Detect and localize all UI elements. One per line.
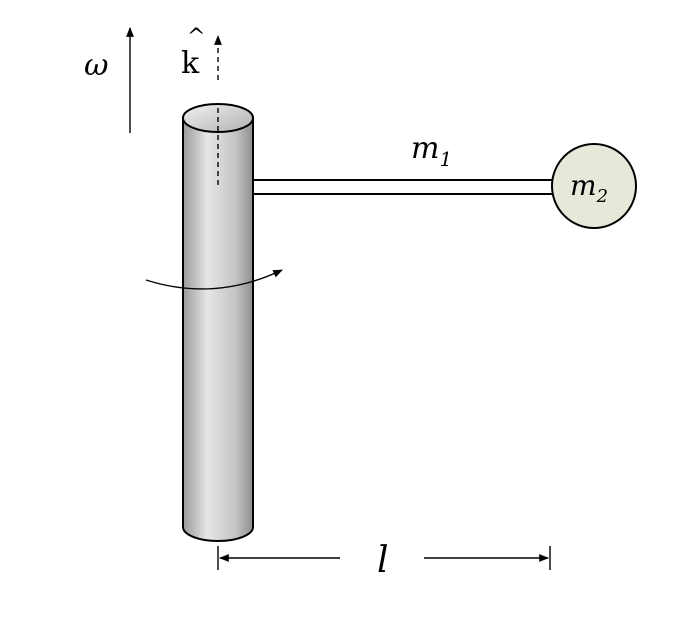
mass-m2: m2 — [551, 143, 637, 229]
m1-label: m1 — [411, 131, 452, 171]
length-dimension: l — [217, 540, 551, 581]
m1-letter: m — [411, 131, 439, 166]
length-label: l — [377, 540, 389, 581]
svg-text:m1: m1 — [411, 131, 452, 171]
rod-m1 — [249, 179, 557, 195]
m2-letter: m — [570, 169, 597, 202]
omega-label: ω — [84, 48, 108, 83]
k-hat-indicator: k ^ — [181, 25, 222, 81]
omega-indicator: ω — [84, 27, 134, 133]
rotation-arrow — [145, 269, 283, 290]
k-hat-letter: k — [181, 46, 200, 81]
m1-subscript: 1 — [439, 147, 452, 171]
rotating-cylinder — [182, 103, 254, 542]
m2-subscript: 2 — [596, 186, 608, 207]
svg-text:m2: m2 — [570, 169, 608, 207]
k-hat-caret: ^ — [187, 25, 205, 50]
